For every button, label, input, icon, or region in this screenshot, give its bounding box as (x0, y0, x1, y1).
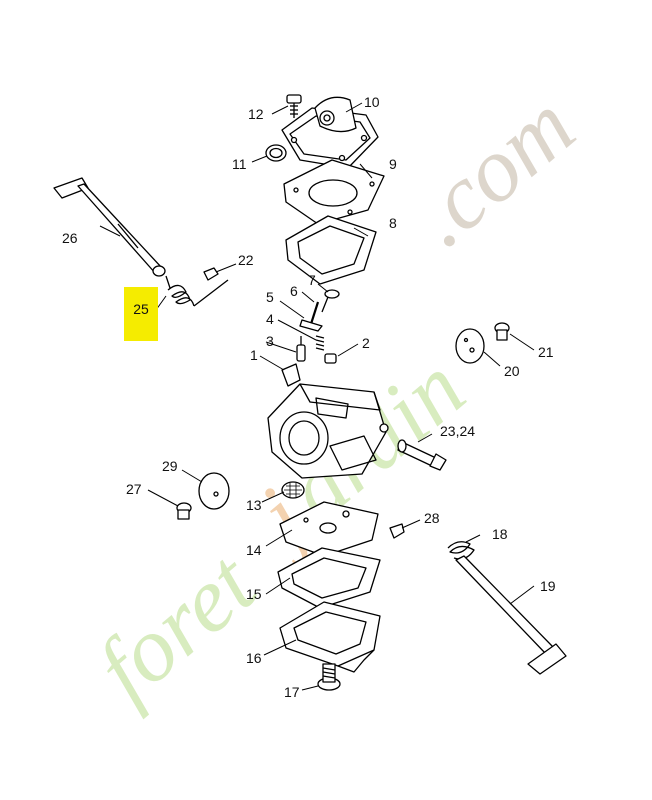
label-9: 9 (389, 156, 397, 172)
part-25-spring (165, 275, 229, 307)
label-27: 27 (126, 481, 142, 497)
part-10-pump-cover (281, 96, 379, 169)
part-19-shaft (455, 555, 567, 675)
part-20-throttle-disc (455, 328, 485, 364)
leader-lines (99, 102, 535, 691)
label-25: 25 (133, 301, 149, 317)
label-10: 10 (364, 94, 380, 110)
label-12: 12 (248, 106, 264, 122)
label-6: 6 (290, 283, 298, 299)
label-16: 16 (246, 650, 262, 666)
part-7-screw (321, 289, 340, 313)
label-28: 28 (424, 510, 440, 526)
part-23-24-screw (397, 439, 447, 471)
part-11-ring (265, 144, 287, 162)
part-22-clip (203, 267, 219, 281)
svg-text:.com: .com (392, 74, 593, 265)
part-4-spring (315, 335, 325, 351)
part-28-clip (389, 523, 405, 539)
part-8-gasket (285, 215, 377, 285)
carburetor-body (267, 383, 389, 479)
label-7: 7 (308, 272, 316, 288)
part-26-shaft (53, 177, 166, 277)
label-11: 11 (232, 156, 247, 172)
part-15-gasket (277, 547, 381, 609)
part-2-plug (324, 353, 337, 364)
label-19: 19 (540, 578, 556, 594)
label-13: 13 (246, 497, 262, 513)
part-14-diaphragm (279, 501, 379, 557)
part-25-highlight: 25 (124, 287, 158, 341)
label-2: 2 (362, 335, 370, 351)
label-29: 29 (162, 458, 178, 474)
label-15: 15 (246, 586, 262, 602)
label-8: 8 (389, 215, 397, 231)
label-22: 22 (238, 252, 254, 268)
label-20: 20 (504, 363, 520, 379)
part-17-screw (317, 663, 341, 691)
label-5: 5 (266, 289, 274, 305)
part-9-diaphragm (283, 159, 385, 225)
part-13-screen (281, 481, 305, 499)
label-17: 17 (284, 684, 300, 700)
part-29-choke-disc (198, 472, 230, 510)
label-23-24: 23,24 (440, 423, 476, 439)
part-21-screw (494, 322, 510, 341)
label-18: 18 (492, 526, 508, 542)
part-3-needle (296, 336, 306, 362)
label-3: 3 (266, 333, 274, 349)
part-6-pin (309, 301, 320, 325)
part-16-cover (279, 601, 381, 673)
label-14: 14 (246, 542, 262, 558)
part-1-seat (281, 363, 301, 387)
label-26: 26 (62, 230, 78, 246)
label-4: 4 (266, 311, 274, 327)
part-5-lever (299, 319, 323, 332)
svg-text:foret: foret (77, 531, 275, 720)
label-1: 1 (250, 347, 258, 363)
part-18-spring (447, 541, 475, 560)
label-21: 21 (538, 344, 554, 360)
part-27-screw (176, 502, 192, 520)
part-12-screw (286, 94, 302, 118)
